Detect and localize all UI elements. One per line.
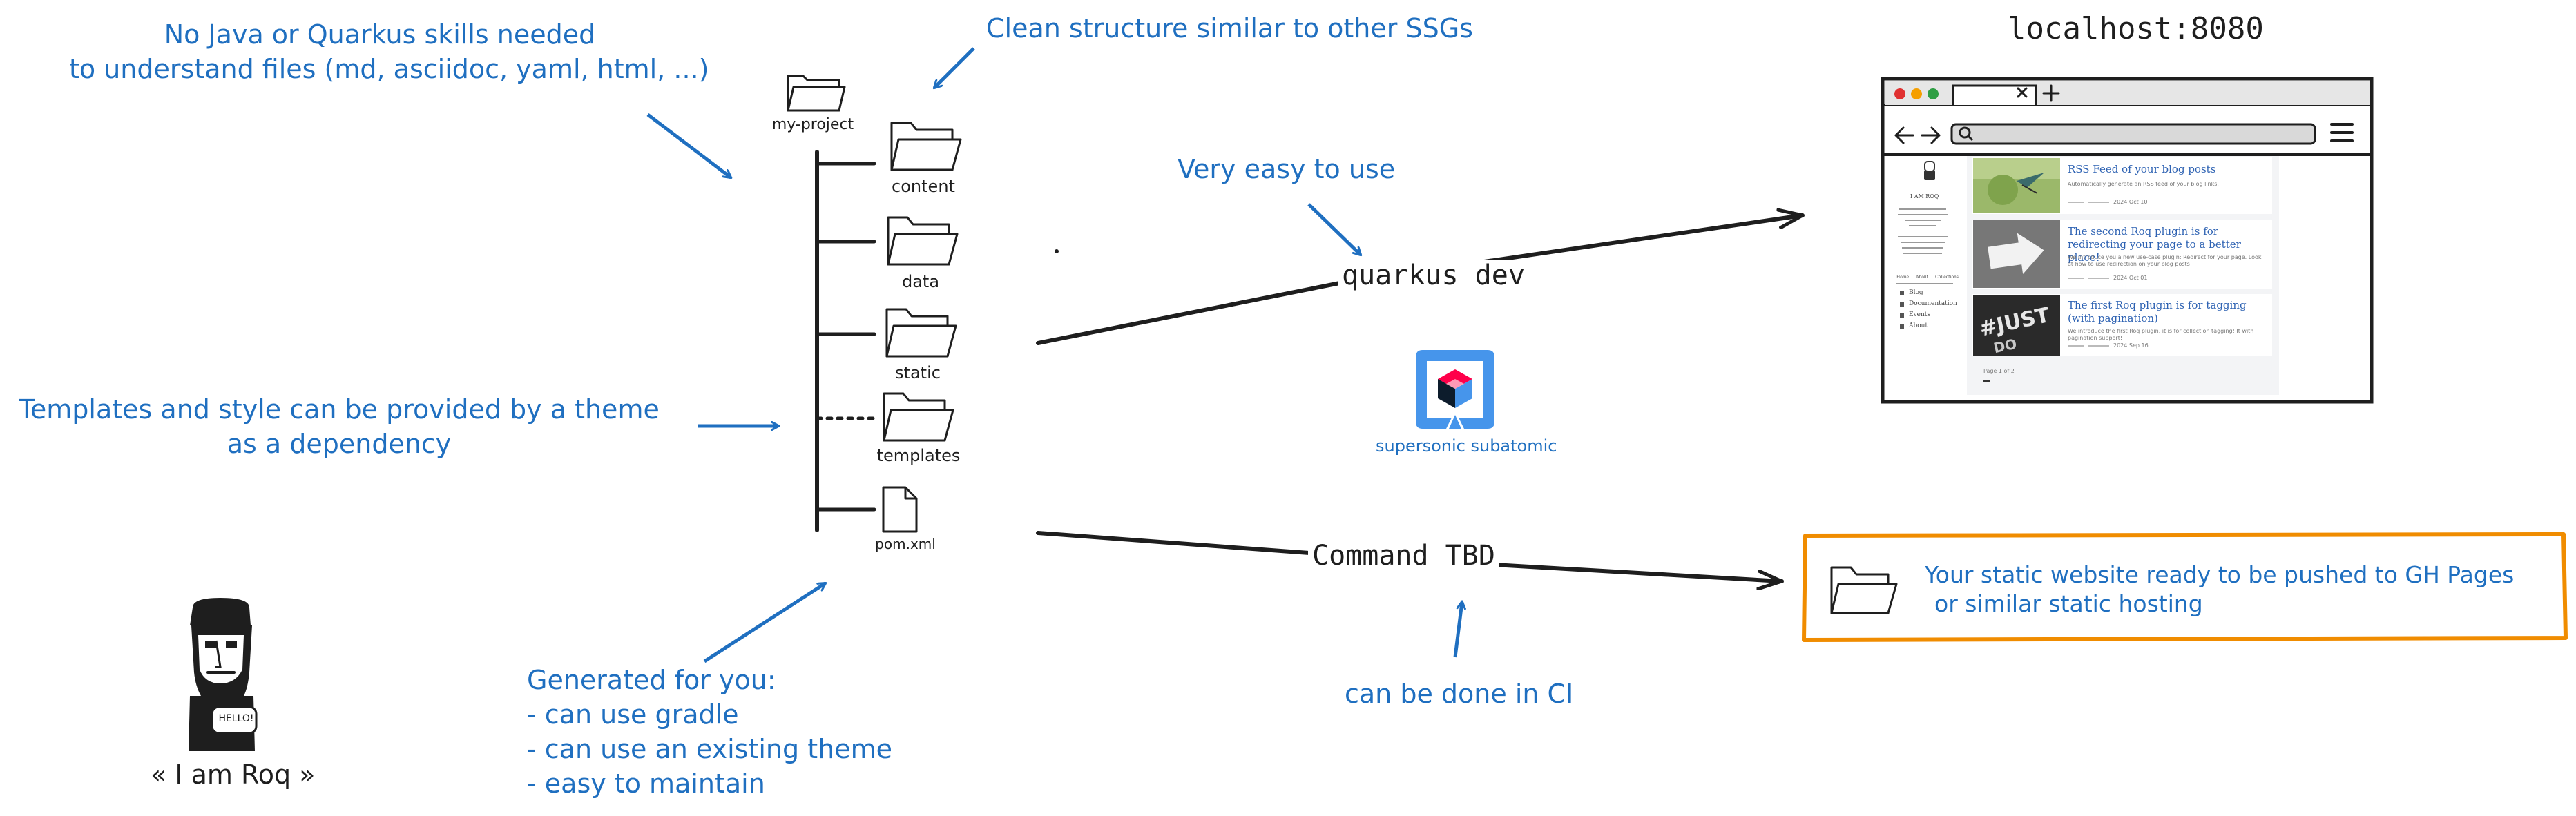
blog-sidebar-link[interactable]: Events [1909, 311, 1931, 318]
tree-root-label: my-project [771, 116, 854, 133]
note-no-java: No Java or Quarkus skills needed to unde… [69, 17, 709, 86]
folder-icon [887, 216, 959, 266]
note-templates-line2: as a dependency [227, 429, 452, 459]
post-image-arrow-sign [1973, 220, 2060, 288]
note-very-easy: Very easy to use [1178, 154, 1396, 184]
address-bar [1950, 123, 2316, 145]
tree-item-static-label: static [895, 363, 941, 382]
note-static-line2: or similar static hosting [1934, 590, 2203, 617]
arrow-icon [703, 581, 825, 663]
search-icon [1959, 126, 1971, 139]
folder-icon [787, 75, 846, 112]
command-tbd: Command TBD [1308, 540, 1499, 572]
arrow-icon [1453, 602, 1462, 658]
command-quarkus-dev: quarkus dev [1338, 260, 1529, 291]
new-tab-icon [2042, 84, 2060, 102]
arrow-icon [646, 113, 731, 177]
blog-sidebar-tab[interactable]: Home [1896, 275, 1910, 280]
tree-item-data-label: data [901, 272, 940, 291]
browser-window: #JUST DO [1881, 77, 2374, 404]
blog-sidebar-link[interactable]: Documentation [1909, 300, 1957, 307]
blog-post-date: 2024 Oct 01 [2113, 275, 2148, 281]
quarkus-tagline: supersonic subatomic [1376, 436, 1557, 456]
blog-post-date: 2024 Oct 10 [2113, 199, 2148, 205]
blog-sidebar-link[interactable]: About [1909, 322, 1928, 329]
note-generated-line3: - can use an existing theme [527, 734, 892, 764]
browser-address-label: localhost:8080 [2008, 11, 2264, 46]
moai-mascot-icon [189, 598, 258, 751]
note-static-line1: Your static website ready to be pushed t… [1925, 561, 2515, 588]
forward-icon [1921, 126, 1941, 144]
blog-pager: Page 1 of 2 [1983, 368, 2015, 374]
arrow-icon [934, 47, 975, 88]
blog-post-desc: We introduce the first Roq plugin, it is… [2068, 328, 2254, 341]
folder-icon [885, 308, 957, 358]
blog-post-date: 2024 Sep 16 [2113, 342, 2149, 349]
mascot-caption: « I am Roq » [151, 759, 316, 790]
note-ci: can be done in CI [1345, 679, 1574, 709]
note-templates-line1: Templates and style can be provided by a… [19, 394, 660, 425]
arrow-icon [1307, 203, 1361, 255]
note-generated: Generated for you: - can use gradle - ca… [527, 663, 892, 801]
blog-post-title[interactable]: The first Roq plugin is for tagging (wit… [2068, 299, 2247, 324]
mascot-sign-text: HELLO! [218, 713, 254, 724]
folder-icon [883, 392, 954, 442]
tree-item-content-label: content [892, 177, 955, 196]
hamburger-menu-icon [2330, 123, 2354, 142]
blog-sidebar-tab[interactable]: Collections [1935, 275, 1959, 280]
output-box [1802, 532, 2568, 642]
note-no-java-line2: to understand files (md, asciidoc, yaml,… [69, 54, 709, 84]
close-icon [2017, 87, 2028, 98]
post-image-hashtag: #JUST DO [1973, 295, 2060, 356]
note-generated-line2: - can use gradle [527, 699, 739, 730]
note-generated-line1: Generated for you: [527, 665, 776, 695]
folder-icon [890, 122, 962, 171]
tree-item-pom-label: pom.xml [875, 536, 936, 552]
blog-sidebar-tabs: Home About Collections [1896, 275, 1959, 280]
blog-sidebar-link[interactable]: Blog [1909, 289, 1923, 296]
blog-sidebar-name: I AM ROQ [1910, 193, 1939, 200]
note-no-java-line1: No Java or Quarkus skills needed [164, 19, 596, 50]
blog-post-title[interactable]: The second Roq plugin is for redirecting… [2068, 225, 2241, 264]
note-templates: Templates and style can be provided by a… [0, 392, 678, 461]
blog-post-desc: We introduce you a new use-case plugin: … [2068, 254, 2262, 267]
blog-sidebar-tab[interactable]: About [1916, 275, 1929, 280]
post-image-hummingbird [1973, 158, 2060, 213]
file-icon [882, 486, 918, 533]
folder-icon [1830, 566, 1898, 614]
blog-post-desc: Automatically generate an RSS feed of yo… [2068, 181, 2219, 187]
back-icon [1894, 126, 1914, 144]
note-static-site: Your static website ready to be pushed t… [1925, 561, 2514, 619]
note-clean-structure: Clean structure similar to other SSGs [986, 13, 1473, 43]
blog-post-title[interactable]: RSS Feed of your blog posts [2068, 163, 2216, 175]
quarkus-logo-icon [1416, 350, 1494, 429]
note-generated-line4: - easy to maintain [527, 768, 765, 799]
tree-item-templates-label: templates [876, 446, 961, 465]
